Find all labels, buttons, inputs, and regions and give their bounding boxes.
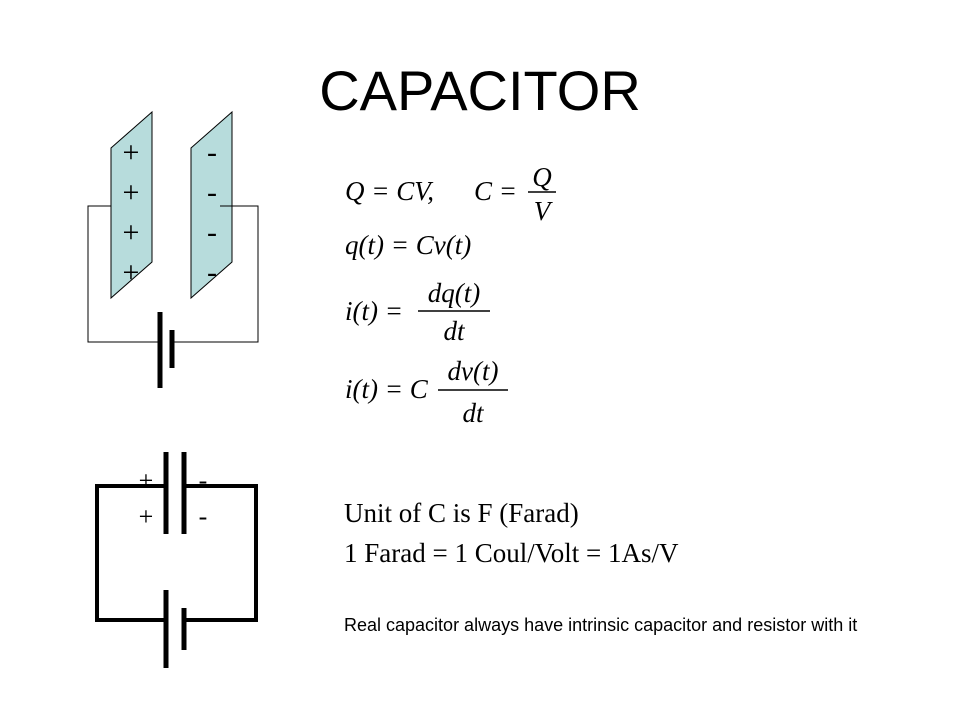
right-wire [172, 205, 259, 343]
positive-plate [110, 110, 153, 300]
symbol-minus-sign: - [199, 466, 208, 495]
symbol-plus-sign: + [139, 466, 154, 495]
symbol-left-wire [95, 484, 166, 622]
equation-charge-time: q(t) = Cv(t) [345, 230, 471, 260]
slide-title: CAPACITOR [319, 59, 641, 122]
equation-charge: Q = CV, [345, 176, 434, 206]
negative-plate [190, 110, 233, 300]
fraction-denominator: V [534, 196, 554, 226]
unit-definition: 1 Farad = 1 Coul/Volt = 1As/V [344, 538, 679, 568]
symbol-plus-sign: + [139, 502, 154, 531]
plate-plus-sign: + [123, 256, 140, 289]
plate-capacitor-diagram: + + + + - - - - [87, 110, 259, 388]
plate-minus-sign: - [207, 136, 217, 169]
real-capacitor-note: Real capacitor always have intrinsic cap… [344, 615, 858, 635]
plate-minus-sign: - [207, 216, 217, 249]
symbol-right-wire [184, 484, 258, 622]
fraction-denominator: dt [462, 398, 485, 428]
equation-c-label: C = [474, 176, 517, 206]
left-wire [87, 205, 160, 343]
fraction-denominator: dt [443, 316, 466, 346]
symbol-minus-sign: - [199, 502, 208, 531]
plate-minus-sign: - [207, 176, 217, 209]
equation-current-left: i(t) = [345, 296, 403, 326]
fraction-numerator: Q [532, 162, 552, 192]
equations: Q = CV, C = Q V q(t) = Cv(t) i(t) = dq(t… [345, 162, 556, 428]
fraction-numerator: dv(t) [448, 356, 499, 386]
plate-minus-sign: - [207, 256, 217, 289]
plate-plus-sign: + [123, 176, 140, 209]
plate-plus-sign: + [123, 216, 140, 249]
equation-current-voltage-left: i(t) = C [345, 374, 429, 404]
capacitor-symbol-circuit: + + - - [95, 452, 258, 668]
unit-statement: Unit of C is F (Farad) [344, 498, 579, 528]
plate-plus-sign: + [123, 136, 140, 169]
fraction-numerator: dq(t) [428, 278, 480, 308]
